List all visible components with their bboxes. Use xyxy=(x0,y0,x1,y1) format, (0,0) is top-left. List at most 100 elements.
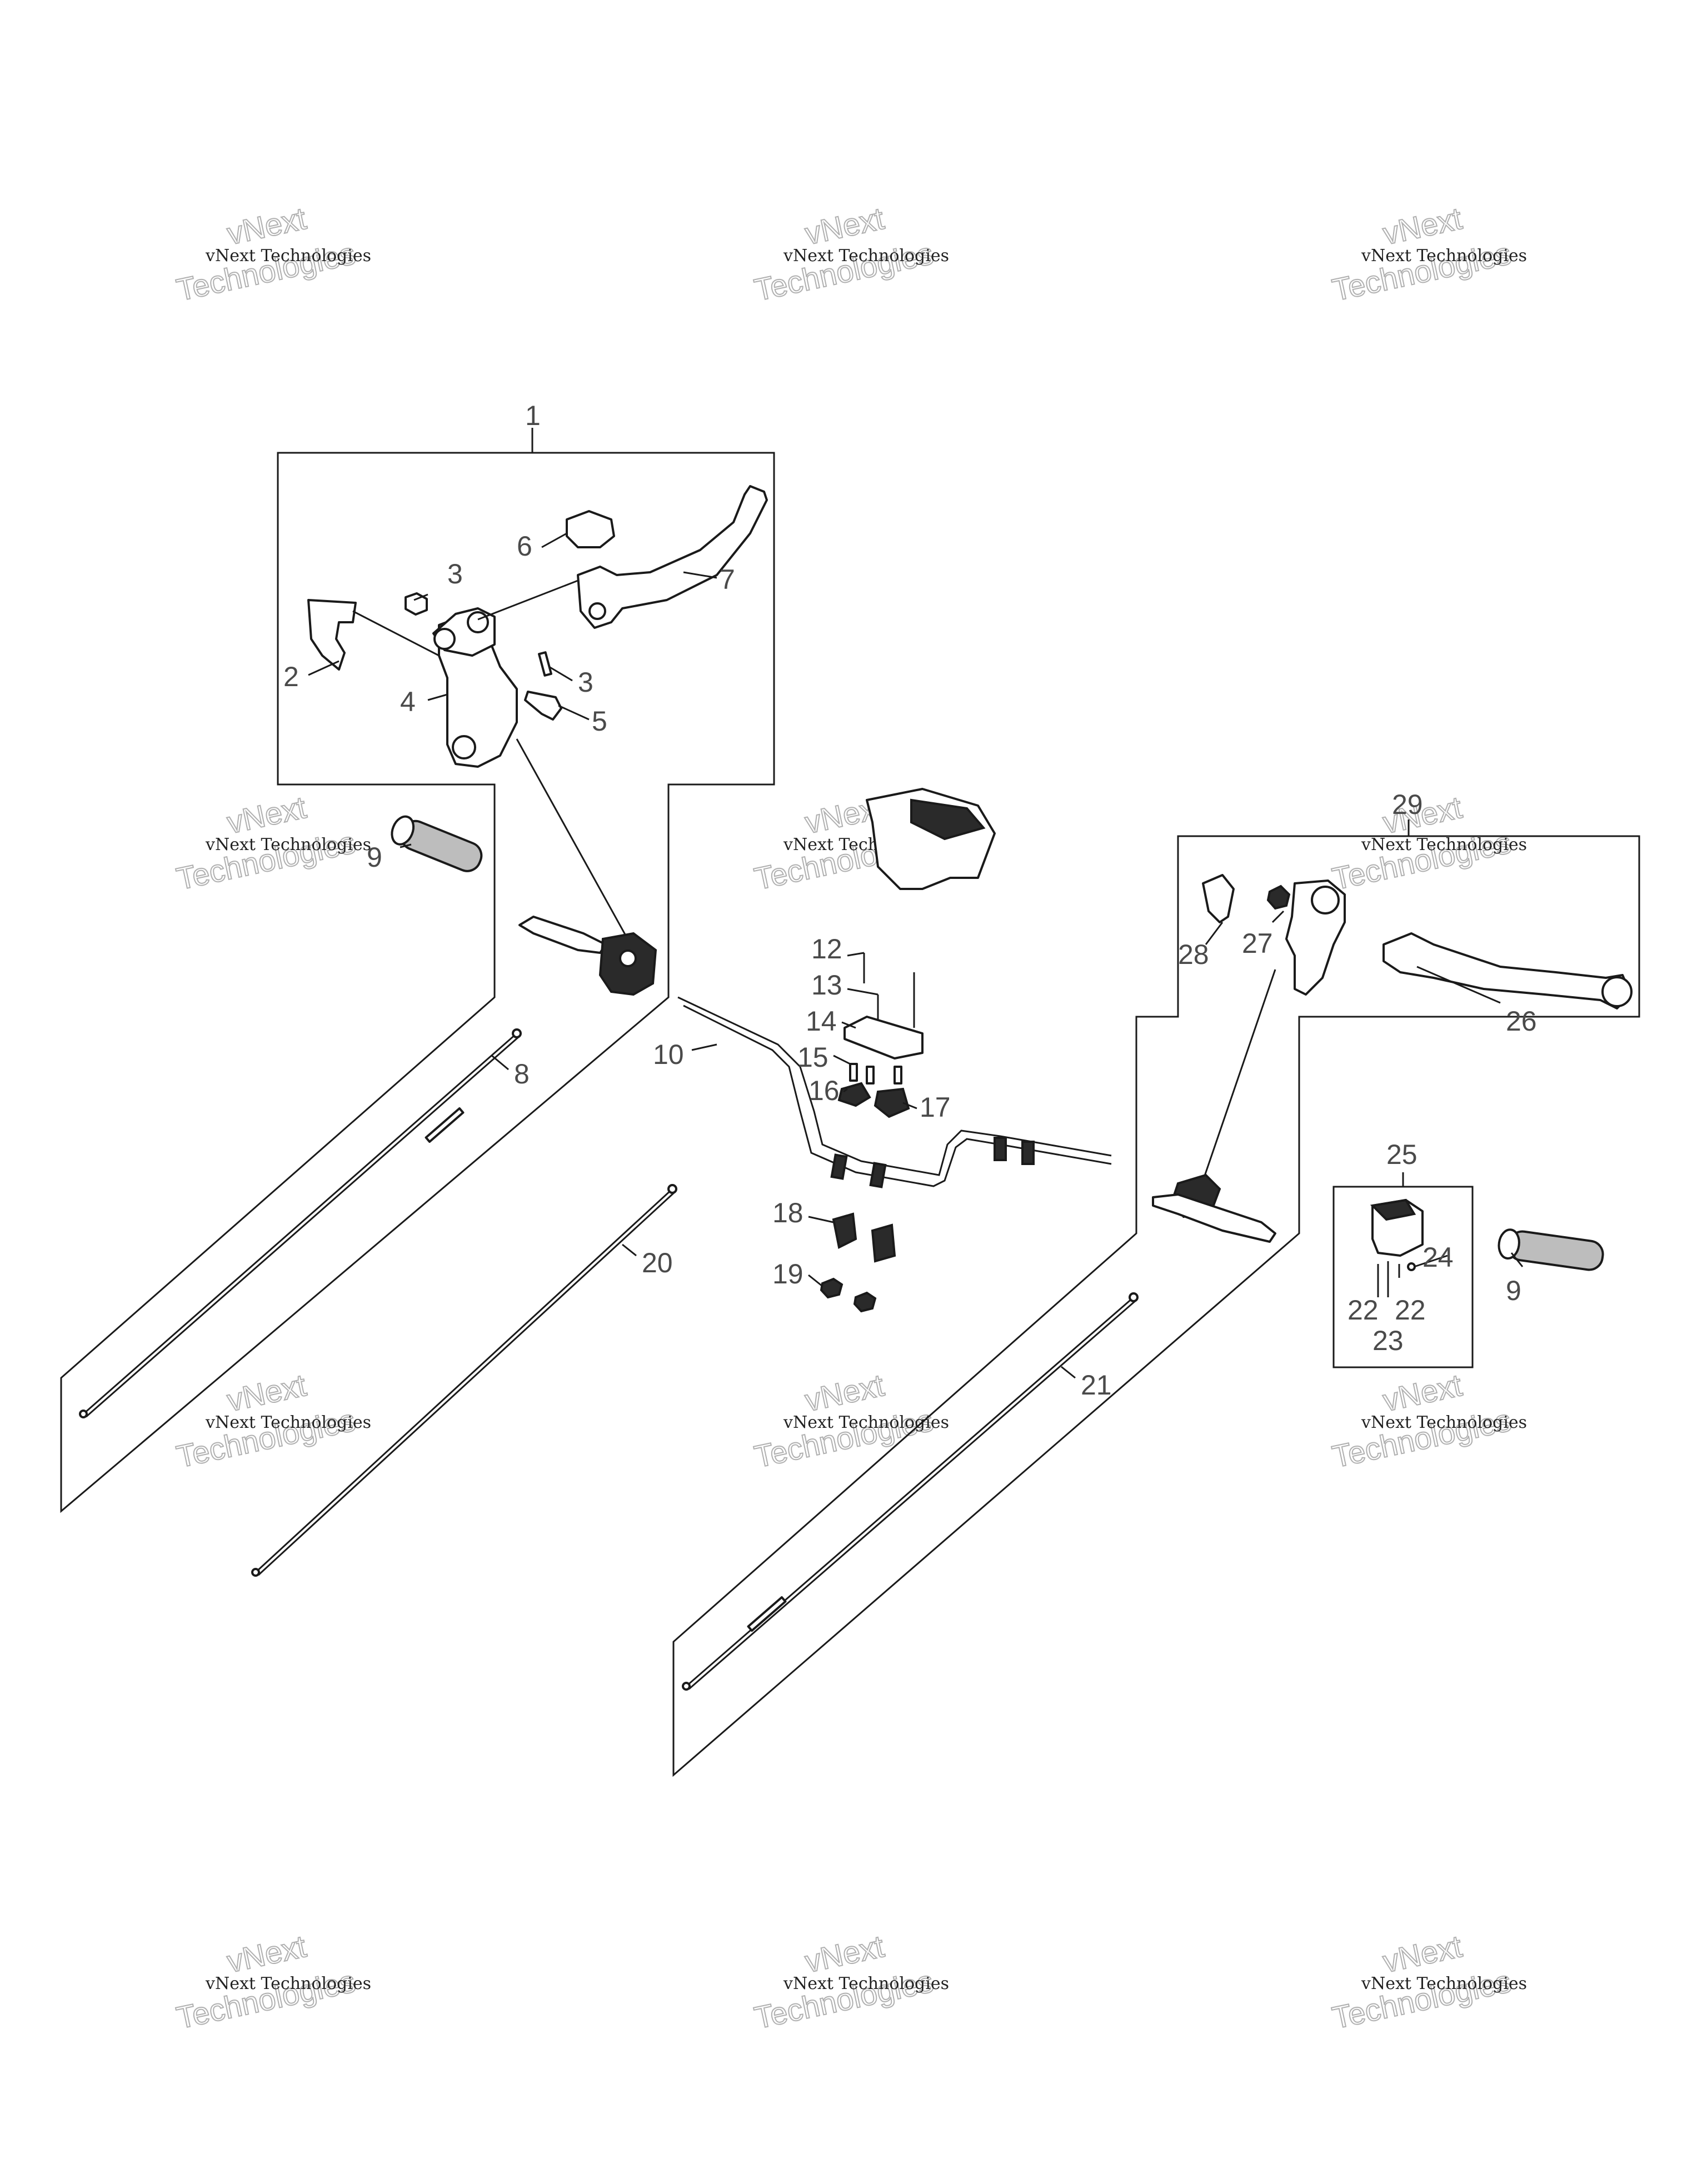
riser-part-18 xyxy=(832,1212,857,1249)
handlebar-part-10 xyxy=(683,1004,1112,1187)
pin-part-3 xyxy=(538,651,552,677)
callout-19: 19 xyxy=(772,1258,803,1290)
callout-labels: 1 2 3 3 4 5 6 7 8 9 9 10 12 13 14 15 16 … xyxy=(283,400,1537,1401)
callout-20: 20 xyxy=(642,1247,673,1278)
watermark: vNext Technologies vNext Technologies xyxy=(1329,200,1527,308)
left-lever-small xyxy=(518,916,607,954)
callout-3: 3 xyxy=(447,558,463,589)
callout-3: 3 xyxy=(578,667,593,698)
watermark: vNext Technologies vNext Technologies xyxy=(173,1367,371,1475)
right-lever-assembly xyxy=(682,819,1633,1691)
watermark-label: vNext Technologies xyxy=(1361,1413,1527,1432)
callout-2: 2 xyxy=(283,661,299,692)
callout-21: 21 xyxy=(1081,1370,1112,1401)
callout-6: 6 xyxy=(517,531,532,562)
clutch-cable-part-8 xyxy=(83,1032,517,1415)
callout-15: 15 xyxy=(797,1042,828,1073)
watermark: vNext Technologies vNext Technologies xyxy=(751,1367,949,1475)
watermark-top: vNext xyxy=(224,201,310,251)
callout-26: 26 xyxy=(1506,1006,1537,1037)
callout-16: 16 xyxy=(808,1075,840,1106)
watermark-top: vNext xyxy=(224,1928,310,1979)
bracket-part-6 xyxy=(566,510,615,548)
watermark-top: vNext xyxy=(802,1367,887,1418)
watermark: vNext Technologies vNext Technologies xyxy=(173,789,371,897)
lever-part-7 xyxy=(577,485,768,629)
watermark-top: vNext xyxy=(1380,1367,1465,1418)
callout-17: 17 xyxy=(920,1092,951,1123)
watermark: vNext Technologies vNext Technologies xyxy=(1329,1367,1527,1475)
watermark-label: vNext Technologies xyxy=(783,1413,949,1432)
callout-25: 25 xyxy=(1386,1139,1417,1170)
watermark-label: vNext Technologies xyxy=(783,246,949,266)
nut-part-19 xyxy=(820,1277,843,1299)
clamp-part-17 xyxy=(874,1087,910,1118)
clamp-part-2 xyxy=(307,599,357,671)
bolt-part-5 xyxy=(524,691,562,721)
watermark-top: vNext xyxy=(802,1928,887,1979)
throttle-cable-part-20 xyxy=(254,1188,673,1573)
grip-part-9-left xyxy=(391,815,483,872)
watermark-label: vNext Technologies xyxy=(1361,246,1527,266)
callout-10: 10 xyxy=(653,1039,684,1070)
callout-9: 9 xyxy=(367,842,382,873)
watermark-label: vNext Technologies xyxy=(205,835,371,854)
nut-part-19 xyxy=(853,1291,877,1313)
callout-9: 9 xyxy=(1506,1275,1521,1306)
watermark-top: vNext xyxy=(224,789,310,840)
left-assembly-frame xyxy=(60,452,775,1513)
lever-pivot xyxy=(588,602,606,620)
callout-13: 13 xyxy=(811,969,842,1001)
watermark-top: vNext xyxy=(802,201,887,251)
reservoir-port xyxy=(467,611,489,633)
nut-part-3 xyxy=(405,592,428,616)
watermark: vNext Technologies vNext Technologies xyxy=(751,200,949,308)
callout-28: 28 xyxy=(1178,939,1209,970)
clamp-part-16 xyxy=(837,1082,871,1107)
callout-29: 29 xyxy=(1392,789,1423,820)
watermark: vNext Technologies vNext Technologies xyxy=(1329,789,1527,897)
watermark-top: vNext xyxy=(1380,201,1465,251)
right-assembly-frame xyxy=(672,835,1640,1777)
watermark: vNext Technologies vNext Technologies xyxy=(173,200,371,308)
callout-7: 7 xyxy=(720,564,735,595)
grip-part-9-right xyxy=(1498,1228,1604,1271)
watermark: vNext Technologies vNext Technologies xyxy=(751,1928,949,2036)
reservoir-port xyxy=(433,628,456,650)
watermark-top: vNext xyxy=(224,1367,310,1418)
callout-leaders xyxy=(308,428,1524,1287)
callout-24: 24 xyxy=(1422,1242,1454,1273)
callout-14: 14 xyxy=(806,1006,837,1037)
watermark: vNext Technologies vNext Technologies xyxy=(173,1928,371,2036)
watermark-label: vNext Technologies xyxy=(783,1974,949,1993)
watermark-layer: vNext Technologies vNext Technologies vN… xyxy=(173,200,1527,2036)
callout-18: 18 xyxy=(772,1197,803,1228)
lever-ball-end xyxy=(1601,976,1633,1007)
callout-22: 22 xyxy=(1395,1295,1426,1326)
callout-8: 8 xyxy=(514,1058,530,1089)
left-lever-assembly xyxy=(79,485,768,1418)
callout-23: 23 xyxy=(1372,1325,1404,1356)
callout-22: 22 xyxy=(1347,1295,1379,1326)
outlet-port xyxy=(452,735,476,759)
callout-4: 4 xyxy=(400,686,416,717)
lever-part-26 xyxy=(1382,932,1632,1009)
clamp-plate-part-14 xyxy=(843,1016,924,1059)
callout-27: 27 xyxy=(1242,928,1273,959)
clip-part-28 xyxy=(1202,874,1235,923)
bolt-part-27 xyxy=(1266,884,1291,910)
watermark-top: vNext xyxy=(1380,1928,1465,1979)
watermark: vNext Technologies vNext Technologies xyxy=(1329,1928,1527,2036)
watermark-label: vNext Technologies xyxy=(1361,1974,1527,1993)
callout-1: 1 xyxy=(525,400,541,431)
center-parts xyxy=(251,788,1112,1577)
watermark-label: vNext Technologies xyxy=(205,246,371,266)
watermark-label: vNext Technologies xyxy=(205,1974,371,1993)
callout-12: 12 xyxy=(811,933,842,964)
right-lever-small xyxy=(1152,1193,1276,1243)
riser-part-18 xyxy=(871,1223,896,1263)
callout-5: 5 xyxy=(592,706,607,737)
watermark-label: vNext Technologies xyxy=(205,1413,371,1432)
watermark-label: vNext Technologies xyxy=(1361,835,1527,854)
